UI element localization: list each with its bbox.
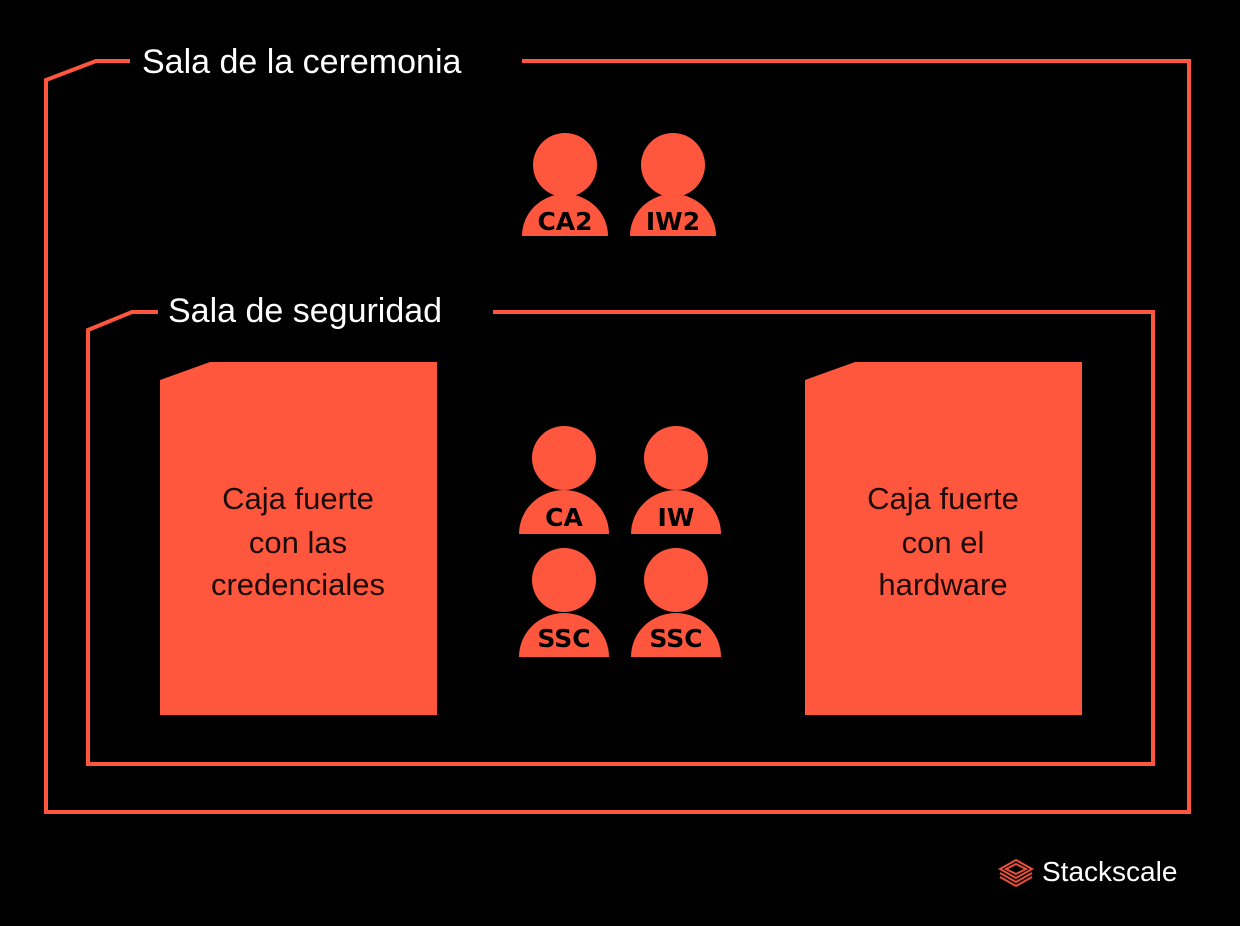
person-iw: IW xyxy=(631,426,721,534)
safe-hardware: Caja fuerte con el hardware xyxy=(805,362,1082,715)
security-room-border xyxy=(86,310,1155,766)
stacked-layers-icon xyxy=(997,858,1035,888)
ceremony-room-border xyxy=(44,59,1191,814)
logo-text: Stackscale xyxy=(1042,856,1177,887)
ceremony-room-title: Sala de la ceremonia xyxy=(142,43,462,81)
safe-credentials: Caja fuerte con las credenciales xyxy=(160,362,437,715)
person-ssc-1: SSC xyxy=(519,548,609,657)
safe-text-line: Caja fuerte xyxy=(867,481,1019,516)
person-label: CA2 xyxy=(537,207,592,236)
safe-text-line: Caja fuerte xyxy=(222,481,374,516)
person-iw2: IW2 xyxy=(630,133,716,236)
safe-text-line: credenciales xyxy=(211,567,385,602)
ceremony-room: Sala de la ceremonia xyxy=(44,43,1191,814)
person-label: IW xyxy=(658,503,695,532)
stackscale-logo: Stackscale xyxy=(997,856,1177,888)
safe-text-line: hardware xyxy=(878,567,1007,602)
person-ca: CA xyxy=(519,426,609,534)
safe-text-line: con las xyxy=(249,525,347,560)
person-label: SSC xyxy=(649,624,702,653)
person-label: CA xyxy=(545,503,583,532)
security-room-title: Sala de seguridad xyxy=(168,292,442,330)
person-ssc-2: SSC xyxy=(631,548,721,657)
security-room: Sala de seguridad xyxy=(86,292,1155,766)
safe-text-line: con el xyxy=(902,525,985,560)
person-ca2: CA2 xyxy=(522,133,608,236)
person-label: SSC xyxy=(537,624,590,653)
person-label: IW2 xyxy=(646,207,700,236)
